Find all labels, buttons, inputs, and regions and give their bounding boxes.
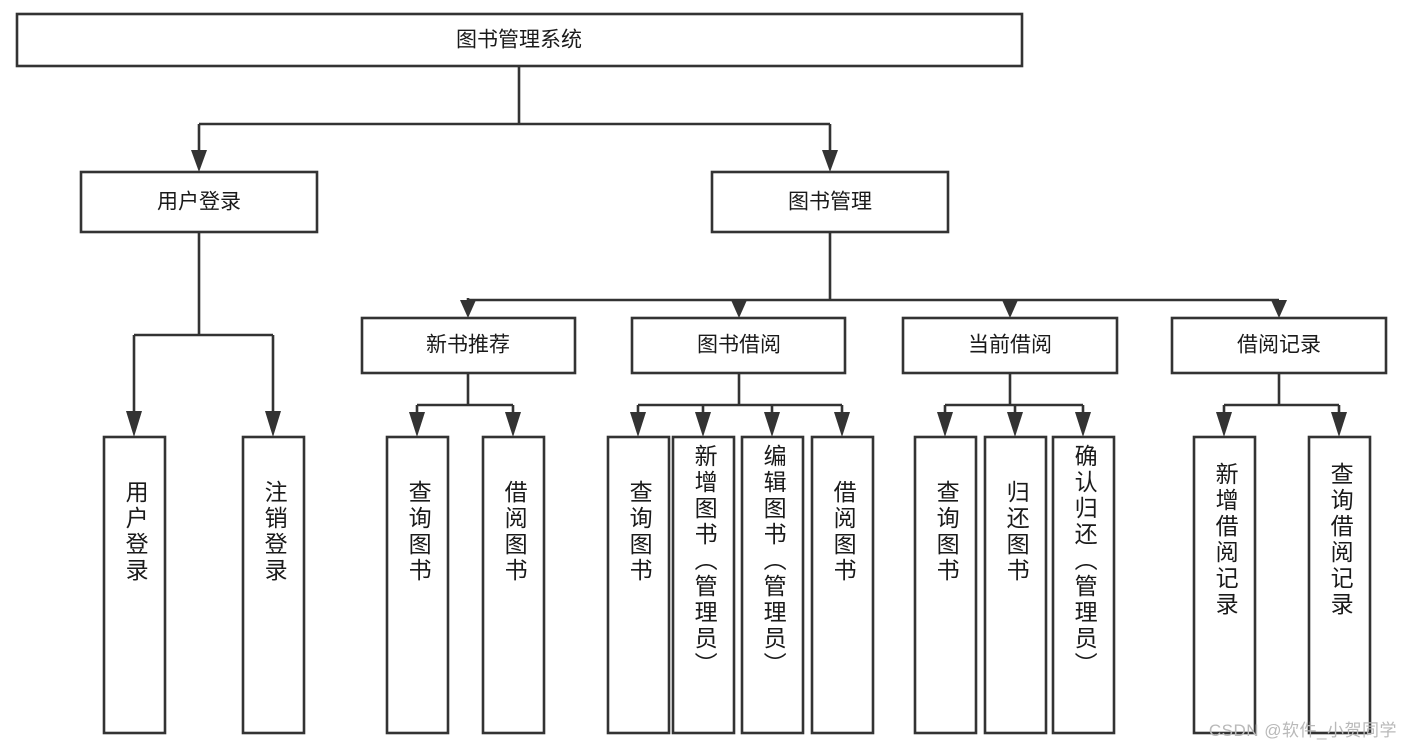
leaf-box-newbook-borrow[interactable]: [481, 435, 546, 735]
node-borrow-record-box[interactable]: [1170, 316, 1388, 375]
arrowhead-newbook-leaf2: [505, 412, 521, 437]
node-book-manage[interactable]: 图书管理: [710, 170, 950, 234]
arrowhead-book-manage: [822, 150, 838, 172]
node-root[interactable]: 图书管理系统: [15, 12, 1024, 68]
node-user-login-label: 用户登录: [157, 191, 241, 214]
arrowhead-bookborrow-leaf4: [834, 412, 850, 437]
leaf-box-bookborrow-borrow[interactable]: [810, 435, 875, 735]
node-book-manage-box[interactable]: [710, 170, 950, 234]
arrowhead-borrowrecord: [1271, 300, 1287, 318]
arrowhead-currentborrow-leaf3: [1075, 412, 1091, 437]
arrowhead-currentborrow-leaf1: [937, 412, 953, 437]
leaf-box-record-add[interactable]: [1192, 435, 1257, 735]
leaf-box-newbook-query[interactable]: [385, 435, 450, 735]
node-root-box[interactable]: [15, 12, 1024, 68]
node-new-book-recommend[interactable]: 新书推荐: [360, 316, 577, 375]
node-book-borrow-box[interactable]: [630, 316, 847, 375]
node-book-borrow-label: 图书借阅: [697, 334, 781, 357]
arrowhead-leaf-logout: [265, 411, 281, 437]
node-book-manage-label: 图书管理: [788, 191, 872, 214]
node-current-borrow-label: 当前借阅: [968, 334, 1052, 357]
watermark: CSDN @软件_小贺同学: [1208, 721, 1397, 740]
node-current-borrow[interactable]: 当前借阅: [901, 316, 1119, 375]
arrowhead-borrowrecord-leaf2: [1331, 412, 1347, 437]
node-current-borrow-box[interactable]: [901, 316, 1119, 375]
node-borrow-record-label: 借阅记录: [1237, 334, 1321, 357]
arrowhead-borrowrecord-leaf1: [1216, 412, 1232, 437]
leaf-box-bookborrow-query[interactable]: [606, 435, 671, 735]
arrowhead-newbook-leaf1: [409, 412, 425, 437]
arrowhead-currentborrow: [1002, 300, 1018, 318]
node-root-label: 图书管理系统: [456, 29, 582, 52]
node-book-borrow[interactable]: 图书借阅: [630, 316, 847, 375]
leaf-box-user-login[interactable]: [102, 435, 167, 735]
leaf-box-record-query[interactable]: [1307, 435, 1372, 735]
node-user-login[interactable]: 用户登录: [79, 170, 319, 234]
node-user-login-box[interactable]: [79, 170, 319, 234]
arrowhead-newbook: [460, 300, 476, 318]
leaf-box-currentborrow-confirm[interactable]: [1051, 435, 1116, 735]
node-new-book-recommend-label: 新书推荐: [426, 334, 510, 357]
arrowhead-currentborrow-leaf2: [1007, 412, 1023, 437]
arrowhead-user-login: [191, 150, 207, 172]
node-new-book-recommend-box[interactable]: [360, 316, 577, 375]
leaf-box-logout[interactable]: [241, 435, 306, 735]
node-borrow-record[interactable]: 借阅记录: [1170, 316, 1388, 375]
leaf-box-bookborrow-add[interactable]: [671, 435, 736, 735]
leaf-box-bookborrow-edit[interactable]: [740, 435, 805, 735]
leaf-box-currentborrow-query[interactable]: [913, 435, 978, 735]
arrowhead-bookborrow-leaf2: [695, 412, 711, 437]
leaf-box-currentborrow-return[interactable]: [983, 435, 1048, 735]
arrowhead-bookborrow: [731, 300, 747, 318]
arrowhead-bookborrow-leaf1: [630, 412, 646, 437]
arrowhead-bookborrow-leaf3: [764, 412, 780, 437]
arrowhead-leaf-user-login: [126, 411, 142, 437]
connector-layer: [126, 66, 1347, 437]
